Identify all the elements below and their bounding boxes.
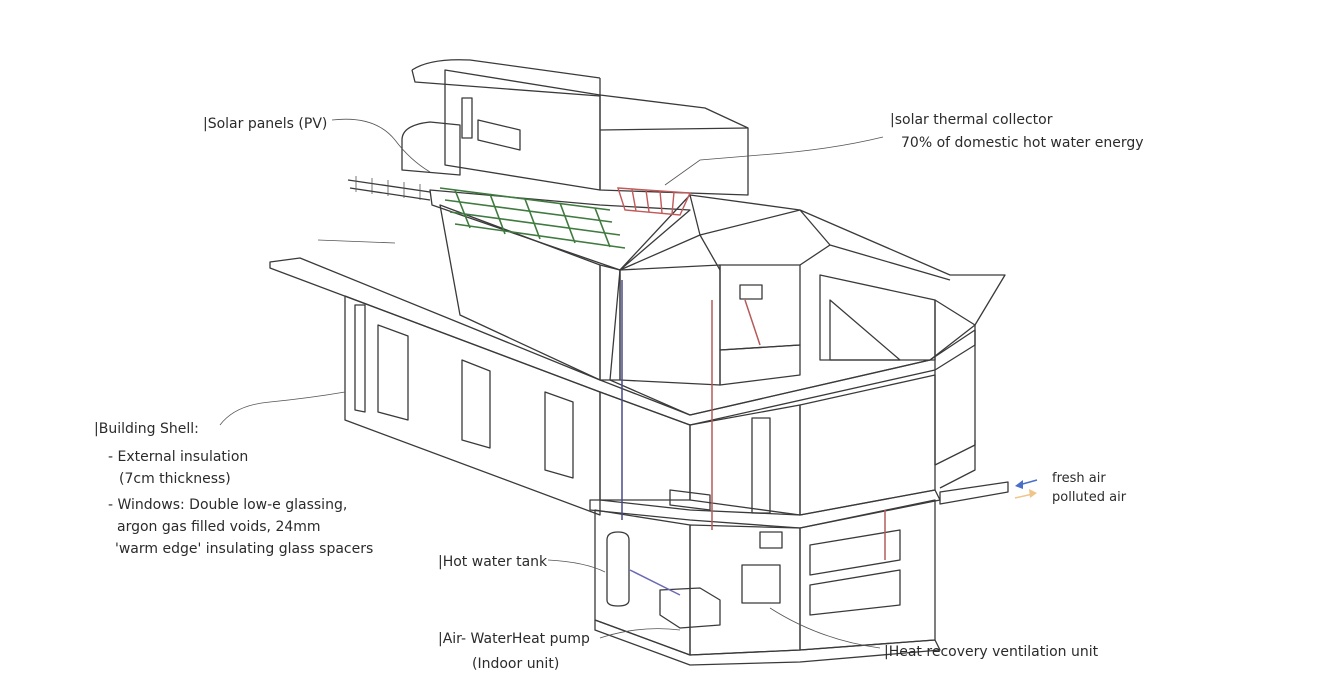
label-shell-windows-2: argon gas filled voids, 24mm bbox=[117, 519, 321, 535]
label-polluted-air: polluted air bbox=[1052, 490, 1127, 505]
label-heat-pump-1: |Air- WaterHeat pump bbox=[438, 631, 590, 647]
label-hot-water-tank: |Hot water tank bbox=[438, 554, 548, 570]
polluted-air-arrow-icon bbox=[1014, 489, 1037, 499]
pergola bbox=[347, 176, 431, 201]
label-solar-thermal-note: 70% of domestic hot water energy bbox=[901, 135, 1144, 151]
fresh-air-arrow-icon bbox=[1015, 479, 1038, 489]
label-shell-insulation-1: - External insulation bbox=[108, 449, 248, 465]
pipework bbox=[621, 280, 886, 596]
label-solar-pv: |Solar panels (PV) bbox=[203, 116, 327, 132]
labels: |Solar panels (PV) |solar thermal collec… bbox=[94, 112, 1144, 672]
pv-panel-array bbox=[439, 187, 626, 249]
label-hrv-unit: |Heat recovery ventilation unit bbox=[884, 644, 1099, 660]
solar-thermal-collector bbox=[617, 187, 692, 216]
leader-lines bbox=[219, 118, 884, 649]
label-fresh-air: fresh air bbox=[1052, 471, 1106, 486]
label-shell-windows-1: - Windows: Double low-e glassing, bbox=[108, 497, 347, 513]
label-heat-pump-2: (Indoor unit) bbox=[472, 656, 559, 672]
label-shell-insulation-2: (7cm thickness) bbox=[119, 471, 231, 487]
label-building-shell: |Building Shell: bbox=[94, 421, 199, 437]
airflow-arrows bbox=[1014, 479, 1038, 499]
building-model bbox=[269, 59, 1009, 666]
label-solar-thermal: |solar thermal collector bbox=[890, 112, 1053, 128]
label-shell-windows-3: 'warm edge' insulating glass spacers bbox=[115, 541, 373, 557]
